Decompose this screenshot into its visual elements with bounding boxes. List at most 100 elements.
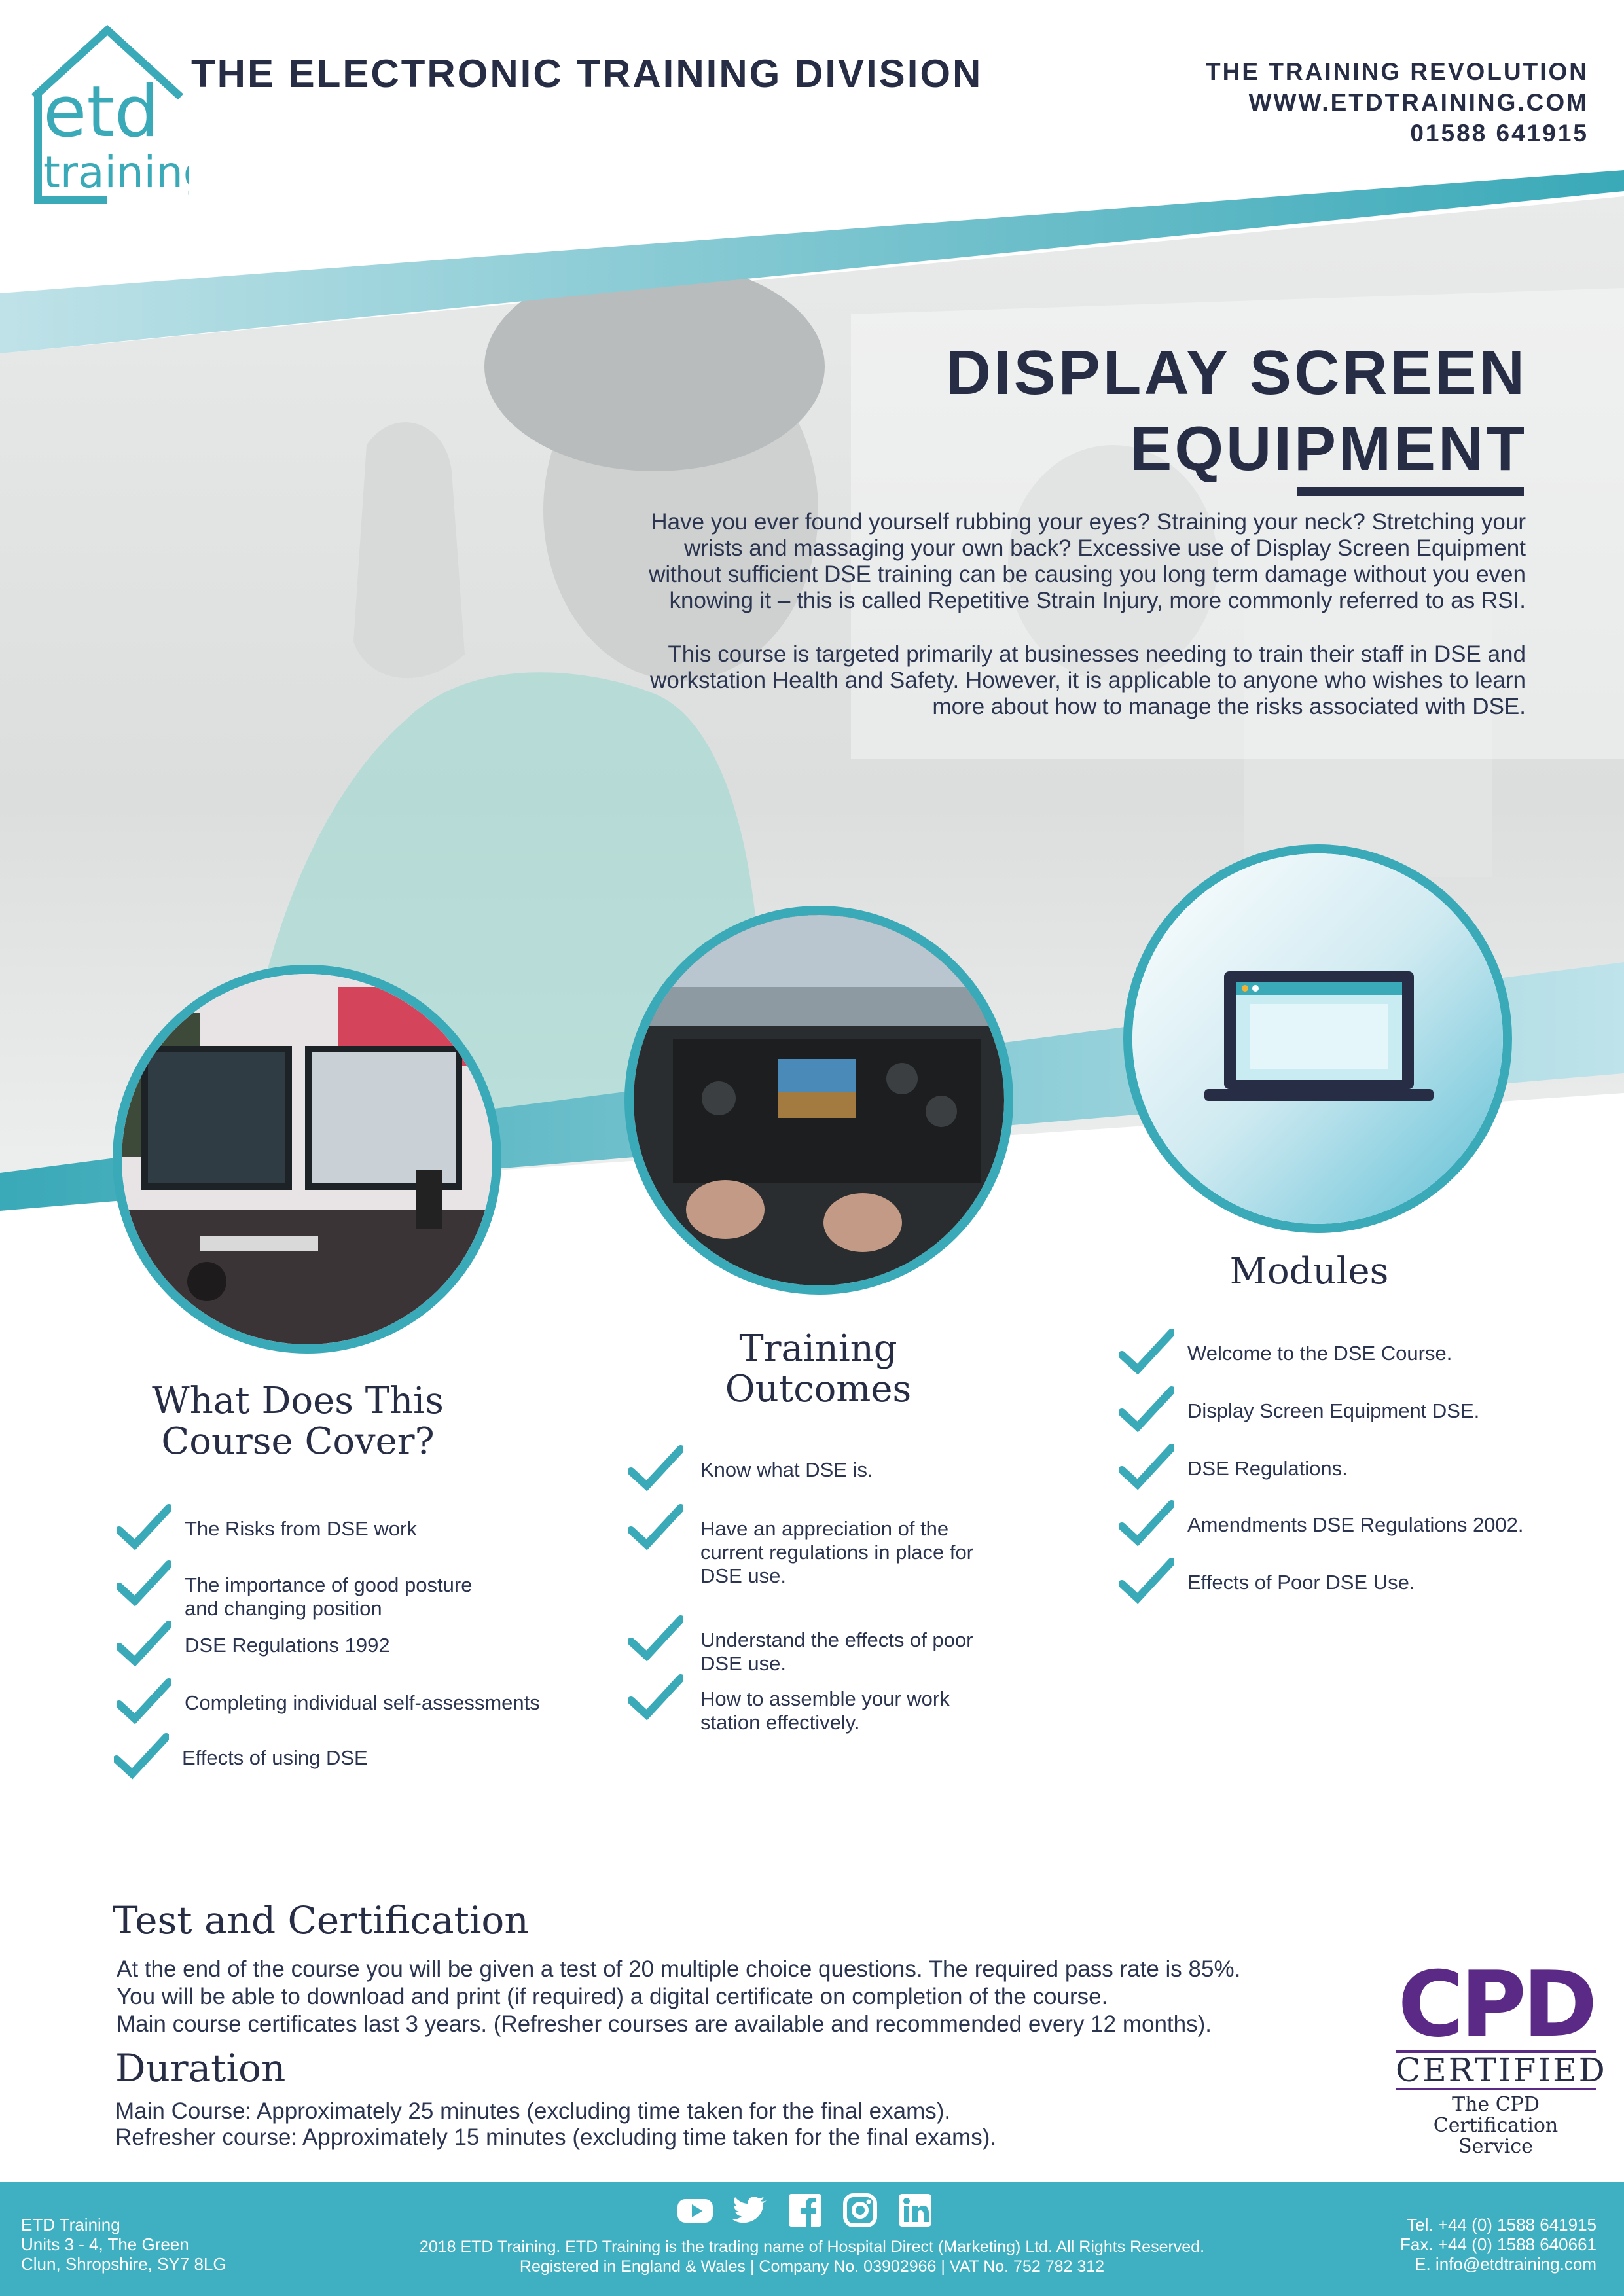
cover-heading-line2: Course Cover? xyxy=(161,1420,435,1463)
list-item-label: Display Screen Equipment DSE. xyxy=(1187,1399,1480,1422)
check-icon xyxy=(1119,1444,1174,1490)
outcomes-heading-line2: Outcomes xyxy=(725,1368,912,1410)
check-icon xyxy=(628,1445,683,1492)
footer-email-link[interactable]: E. info@etdtraining.com xyxy=(1415,2254,1597,2274)
list-item: Display Screen Equipment DSE. xyxy=(1119,1386,1538,1433)
footer-legal-line: 2018 ETD Training. ETD Training is the t… xyxy=(419,2238,1205,2256)
list-item-label: Amendments DSE Regulations 2002. xyxy=(1187,1513,1524,1536)
page-title: DISPLAY SCREEN EQUIPMENT xyxy=(946,335,1527,487)
list-item: Know what DSE is. xyxy=(628,1445,995,1492)
list-item: Effects of using DSE xyxy=(114,1733,480,1780)
duration-text: Main Course: Approximately 25 minutes (e… xyxy=(115,2098,996,2151)
footer-legal-line: Registered in England & Wales | Company … xyxy=(519,2257,1105,2276)
list-item-label: The importance of good posture and chang… xyxy=(185,1573,473,1620)
page-title-line2: EQUIPMENT xyxy=(1130,414,1527,484)
list-item-label: Welcome to the DSE Course. xyxy=(1187,1342,1453,1365)
title-underline xyxy=(1297,487,1524,496)
cpd-certified-badge: CPD CERTIFIED The CPD Certification Serv… xyxy=(1389,1952,1605,2165)
cpd-service-line1: The CPD Certification xyxy=(1433,2093,1559,2137)
phone-number: 01588 641915 xyxy=(1410,120,1589,147)
test-line: You will be able to download and print (… xyxy=(117,1984,1108,2009)
list-item-label: Effects of using DSE xyxy=(182,1746,368,1769)
check-icon xyxy=(628,1615,683,1662)
list-item: DSE Regulations. xyxy=(1119,1444,1538,1490)
footer-contact: Tel. +44 (0) 1588 641915 Fax. +44 (0) 15… xyxy=(1400,2215,1597,2274)
footer-address: ETD Training Units 3 - 4, The Green Clun… xyxy=(21,2215,226,2274)
check-icon xyxy=(117,1504,171,1551)
outcomes-heading: Training Outcomes xyxy=(655,1329,982,1410)
test-line: Main course certificates last 3 years. (… xyxy=(117,2011,1212,2037)
page-title-line1: DISPLAY SCREEN xyxy=(945,338,1527,408)
check-icon xyxy=(1119,1500,1174,1547)
check-icon xyxy=(1119,1329,1174,1375)
intro-text: Have you ever found yourself rubbing you… xyxy=(609,509,1526,747)
cpd-logo-mark: CPD xyxy=(1398,1952,1598,2057)
footer-address-line: Units 3 - 4, The Green xyxy=(21,2234,189,2254)
tagline: THE TRAINING REVOLUTION xyxy=(1206,58,1589,85)
footer-legal: 2018 ETD Training. ETD Training is the t… xyxy=(0,2237,1624,2276)
cockpit-image xyxy=(634,915,1004,1285)
cpd-service-label: The CPD Certification Service xyxy=(1389,2094,1602,2157)
list-item-label: How to assemble your work station effect… xyxy=(700,1687,950,1734)
etd-logo: etd training xyxy=(31,25,189,204)
footer-company: ETD Training xyxy=(21,2215,120,2234)
check-icon xyxy=(114,1733,169,1780)
footer-fax: Fax. +44 (0) 1588 640661 xyxy=(1400,2234,1597,2254)
social-links xyxy=(668,2191,943,2232)
duration-line: Main Course: Approximately 25 minutes (e… xyxy=(115,2098,951,2124)
list-item: Effects of Poor DSE Use. xyxy=(1119,1558,1538,1604)
list-item-label: Understand the effects of poor DSE use. xyxy=(700,1628,973,1675)
desk-monitors-image xyxy=(122,974,492,1344)
cover-heading: What Does This Course Cover? xyxy=(105,1381,491,1462)
list-item: How to assemble your work station effect… xyxy=(628,1674,1021,1734)
check-icon xyxy=(628,1504,683,1551)
list-item: DSE Regulations 1992 xyxy=(117,1621,483,1667)
check-icon xyxy=(1119,1386,1174,1433)
list-item-label: Know what DSE is. xyxy=(700,1458,873,1481)
list-item: Amendments DSE Regulations 2002. xyxy=(1119,1500,1578,1547)
test-line: At the end of the course you will be giv… xyxy=(117,1956,1241,1982)
laptop-icon xyxy=(1132,853,1503,1224)
list-item: Completing individual self-assessments xyxy=(117,1678,588,1725)
check-icon xyxy=(117,1621,171,1667)
twitter-icon[interactable] xyxy=(731,2191,769,2229)
instagram-icon[interactable] xyxy=(841,2191,879,2229)
outcomes-heading-line1: Training xyxy=(739,1327,897,1370)
youtube-icon[interactable] xyxy=(676,2191,714,2229)
division-title: THE ELECTRONIC TRAINING DIVISION xyxy=(191,52,983,96)
list-item-label: Effects of Poor DSE Use. xyxy=(1187,1571,1415,1594)
intro-paragraph-1: Have you ever found yourself rubbing you… xyxy=(649,509,1526,613)
list-item-label: Completing individual self-assessments xyxy=(185,1691,540,1714)
monitors-photo xyxy=(113,965,501,1354)
list-item-label: DSE Regulations 1992 xyxy=(185,1634,390,1657)
modules-heading: Modules xyxy=(1229,1250,1389,1293)
list-item-label: The Risks from DSE work xyxy=(185,1517,417,1540)
footer-address-line: Clun, Shropshire, SY7 8LG xyxy=(21,2254,226,2274)
test-text: At the end of the course you will be giv… xyxy=(117,1956,1240,2038)
duration-line: Refresher course: Approximately 15 minut… xyxy=(115,2125,997,2150)
list-item-label: DSE Regulations. xyxy=(1187,1457,1348,1480)
footer-tel: Tel. +44 (0) 1588 641915 xyxy=(1407,2215,1597,2234)
cpd-service-line2: Service xyxy=(1458,2135,1533,2158)
check-icon xyxy=(117,1560,171,1607)
footer: ETD Training Units 3 - 4, The Green Clun… xyxy=(0,2182,1624,2296)
list-item: Have an appreciation of the current regu… xyxy=(628,1504,1021,1588)
cockpit-photo xyxy=(624,906,1013,1295)
list-item: The Risks from DSE work xyxy=(117,1504,483,1551)
check-icon xyxy=(117,1678,171,1725)
test-heading: Test and Certification xyxy=(113,1898,529,1943)
svg-text:etd: etd xyxy=(43,71,159,153)
list-item: The importance of good posture and chang… xyxy=(117,1560,496,1621)
check-icon xyxy=(1119,1558,1174,1604)
linkedin-icon[interactable] xyxy=(896,2191,934,2229)
svg-text:training: training xyxy=(43,147,189,198)
cover-heading-line1: What Does This xyxy=(152,1380,444,1422)
intro-paragraph-2: This course is targeted primarily at bus… xyxy=(650,641,1526,719)
website-link[interactable]: WWW.ETDTRAINING.COM xyxy=(1248,89,1589,116)
list-item: Understand the effects of poor DSE use. xyxy=(628,1615,1021,1676)
laptop-illustration xyxy=(1123,844,1512,1233)
list-item: Welcome to the DSE Course. xyxy=(1119,1329,1538,1375)
list-item-label: Have an appreciation of the current regu… xyxy=(700,1517,974,1587)
facebook-icon[interactable] xyxy=(786,2191,824,2229)
duration-heading: Duration xyxy=(115,2046,286,2090)
